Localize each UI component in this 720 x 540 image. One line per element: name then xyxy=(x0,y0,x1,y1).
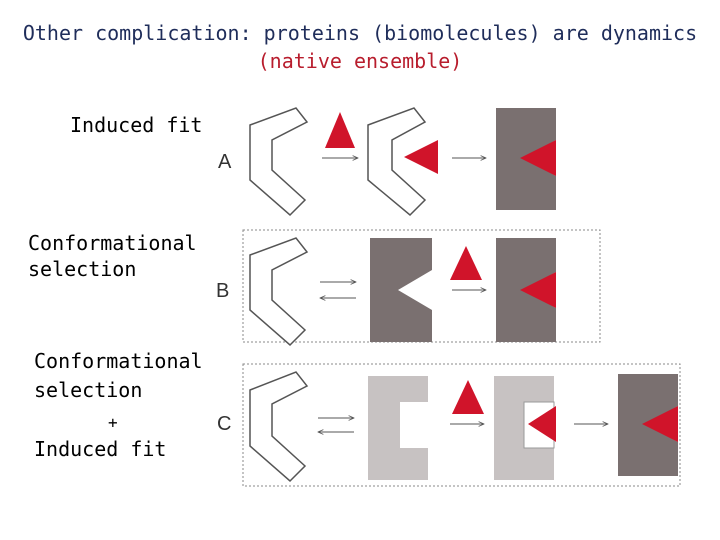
closing-protein-a xyxy=(367,107,427,217)
row-letter-b: B xyxy=(216,280,229,302)
complex-c xyxy=(618,374,678,476)
row-c-frame xyxy=(242,363,681,487)
complex-a xyxy=(496,108,556,210)
slide-title-line2: (native ensemble) xyxy=(257,49,463,73)
row-letter-c: C xyxy=(217,413,231,435)
label-combo-conformational: Conformational xyxy=(34,349,203,373)
ligand-b-complex xyxy=(520,272,556,308)
ligand-c xyxy=(452,380,484,414)
label-combo-induced-fit: Induced fit xyxy=(34,437,167,461)
ligand-a xyxy=(325,112,355,148)
label-combo-selection: selection xyxy=(34,378,143,402)
complex-b xyxy=(496,238,556,342)
ligand-c-bound xyxy=(528,406,556,442)
label-induced-fit: Induced fit xyxy=(70,113,203,137)
row-b-frame xyxy=(242,229,601,343)
closed-protein-b xyxy=(370,238,432,342)
intermediate-protein-c xyxy=(368,376,428,480)
open-protein-b xyxy=(249,237,309,347)
row-b: B xyxy=(216,229,601,347)
ligand-c-complex xyxy=(642,406,678,442)
ligand-a-bound xyxy=(404,140,438,174)
open-protein-c xyxy=(249,371,309,483)
label-combo-plus: + xyxy=(108,413,118,432)
row-a: A xyxy=(218,107,556,217)
open-protein-a xyxy=(249,107,309,217)
row-letter-a: A xyxy=(218,151,232,173)
row-c: C xyxy=(217,363,681,487)
ligand-b xyxy=(450,246,482,280)
label-selection: selection xyxy=(28,257,137,281)
ligand-a-complex xyxy=(520,140,556,176)
label-conformational: Conformational xyxy=(28,231,197,255)
slide-title-line1: Other complication: proteins (biomolecul… xyxy=(22,21,698,45)
